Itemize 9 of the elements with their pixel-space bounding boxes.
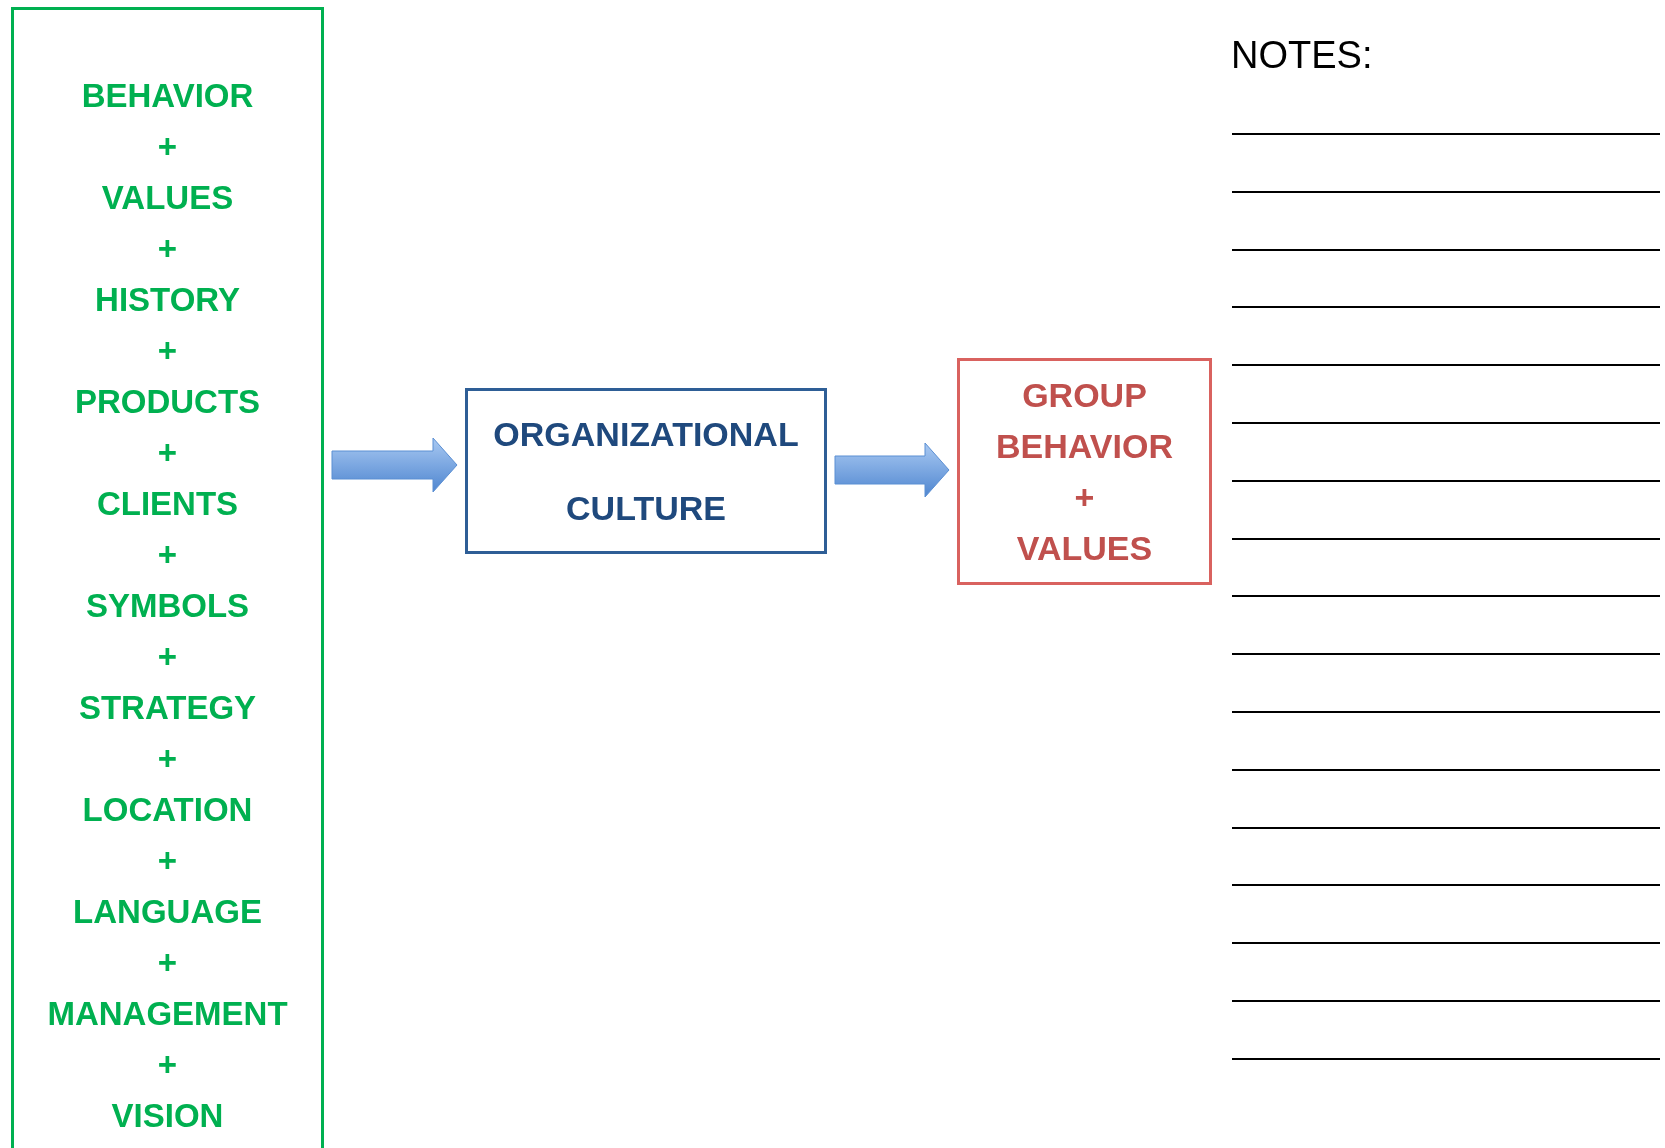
list-box (11, 7, 324, 1148)
box-label: ORGANIZATIONAL CULTURE (492, 414, 800, 529)
box-label: BEHAVIOR + VALUES + HISTORY + PRODUCTS + CLIENTS + SYMBOLS + STRATEGY + LOCATION + LANGUAGE + MANAGEMENT + VISION (46, 76, 289, 1136)
result-box (957, 358, 1212, 585)
box-label: GROUP BEHAVIOR + VALUES (995, 374, 1174, 569)
process-box (465, 388, 827, 554)
notes-heading: NOTES: (1231, 34, 1373, 77)
block-arrow (834, 442, 950, 498)
block-arrow (331, 437, 458, 493)
